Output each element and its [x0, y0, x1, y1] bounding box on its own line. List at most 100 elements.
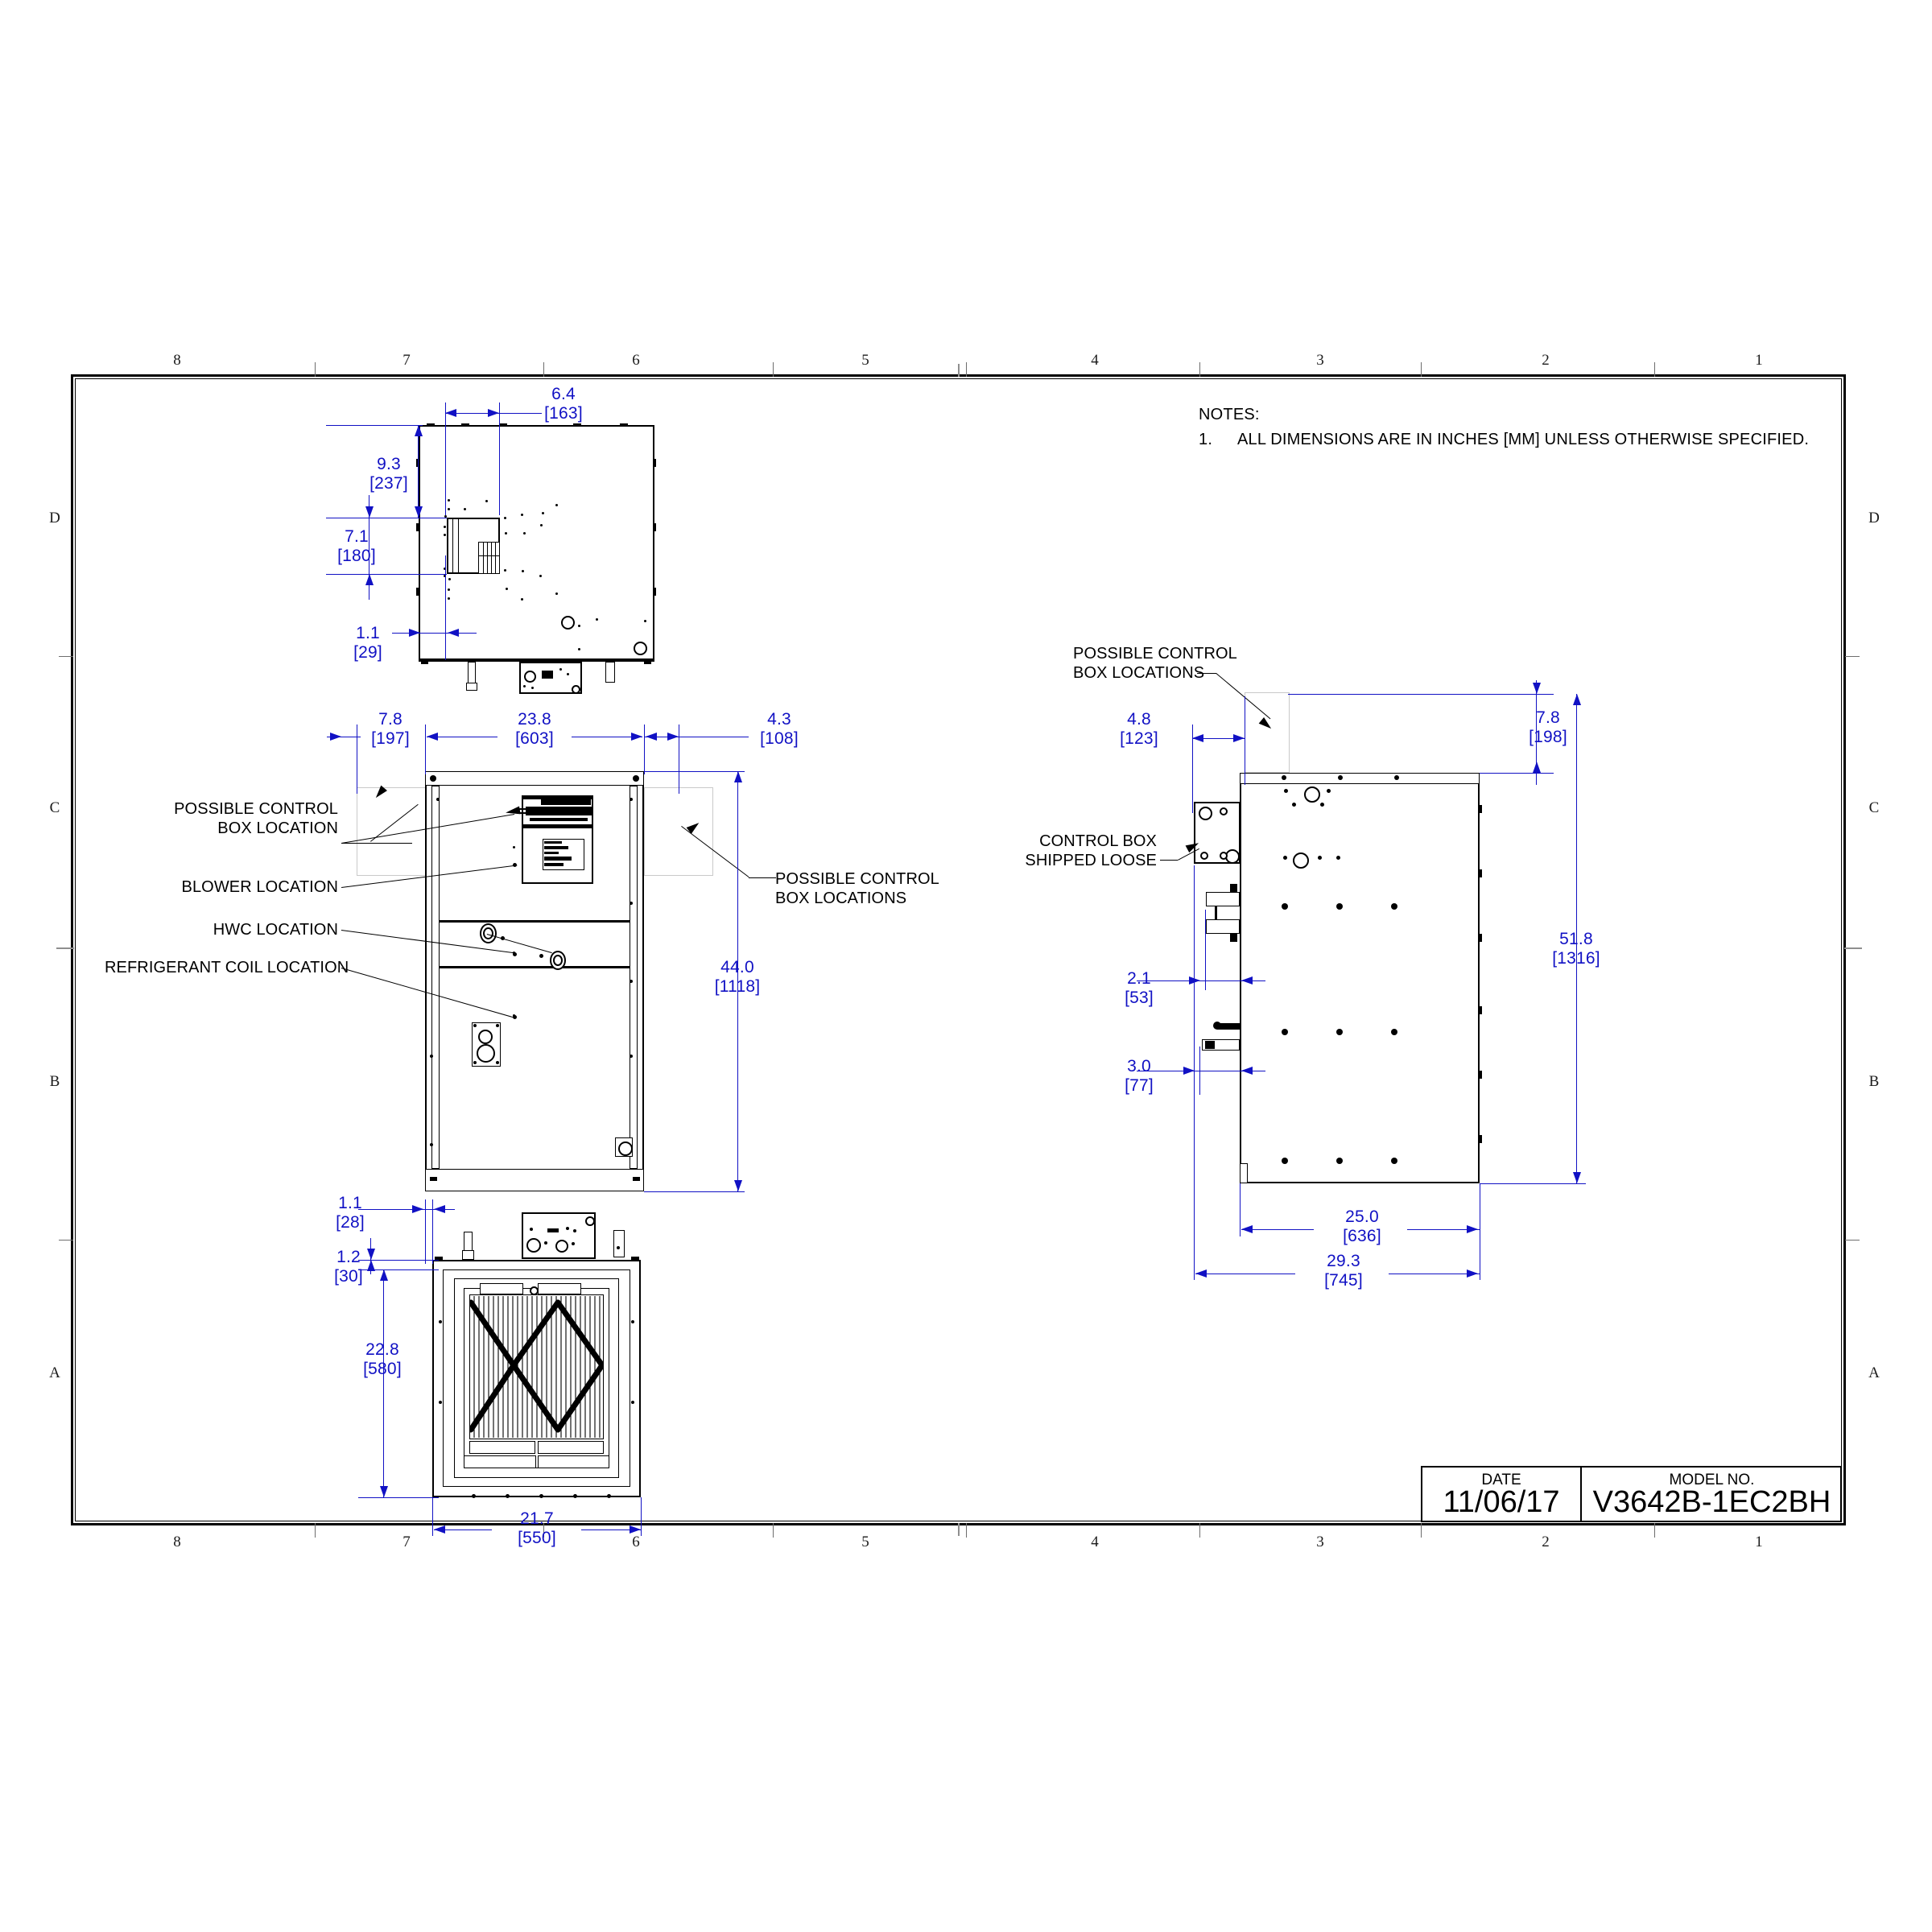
- control-box-hole: [544, 1241, 547, 1245]
- zone-tick-right: [1845, 656, 1860, 657]
- fastener-mark: [435, 1257, 443, 1261]
- control-box-hole: [523, 685, 526, 687]
- refrigerant-port-small: [478, 1030, 493, 1044]
- arrow-head: [367, 1249, 375, 1260]
- control-box-hole: [566, 1227, 569, 1230]
- zone-column-top-8: 8: [173, 352, 181, 369]
- extension-line: [445, 402, 446, 515]
- hole-mark: [501, 936, 505, 940]
- zone-row-left-C: C: [49, 799, 60, 816]
- fastener-mark: [539, 1494, 543, 1498]
- blower-port-inner: [483, 927, 493, 939]
- fastener-mark: [653, 588, 656, 596]
- fastener-mark: [1282, 775, 1286, 780]
- fastener-mark: [1478, 934, 1482, 942]
- control-box-hole: [572, 685, 580, 694]
- fastener-mark: [1478, 1135, 1482, 1143]
- dimension-top-7p1: 7.1[180]: [337, 527, 376, 565]
- dimension-line: [1407, 1229, 1480, 1230]
- dimension-line: [1241, 1229, 1314, 1230]
- control-panel-brand-text: [541, 799, 591, 805]
- control-box-hole: [559, 668, 562, 671]
- fastener-mark: [506, 1494, 510, 1498]
- knockout-hole: [1304, 786, 1320, 803]
- dimension-line: [418, 425, 419, 518]
- side-view-corner-bracket: [1240, 1163, 1248, 1183]
- hole-mark: [444, 534, 446, 536]
- callout-hwc-location: HWC LOCATION: [213, 921, 338, 939]
- arrow-head: [667, 733, 679, 741]
- hole-mark: [1282, 1158, 1288, 1164]
- hole-mark: [513, 846, 515, 848]
- filter-bottom-band-right: [538, 1455, 609, 1468]
- hole-mark: [555, 504, 558, 506]
- top-view-bracket: [605, 662, 615, 683]
- fastener-mark: [430, 1177, 437, 1181]
- zone-tick-bottom: [1199, 1523, 1200, 1538]
- dimension-side-4p8: 4.8[123]: [1120, 710, 1158, 748]
- grille-bar: [483, 543, 484, 573]
- arrow-head: [1241, 1067, 1253, 1075]
- zone-tick-top: [543, 362, 544, 377]
- extension-line: [326, 425, 423, 426]
- fastener-mark: [631, 1257, 639, 1261]
- hole-mark: [485, 500, 488, 502]
- fastener-mark: [573, 423, 581, 427]
- hole-mark: [540, 524, 543, 526]
- notes-heading: NOTES:: [1199, 406, 1260, 423]
- zone-tick-top: [966, 362, 967, 377]
- arrow-head: [1573, 694, 1581, 705]
- extension-line: [1480, 1183, 1586, 1184]
- fastener-mark: [472, 1494, 476, 1498]
- knockout-hole: [634, 642, 647, 655]
- arrow-head: [415, 506, 423, 518]
- dimension-line: [383, 1269, 384, 1497]
- arrow-head: [445, 409, 456, 417]
- hole-mark: [464, 508, 466, 510]
- possible-control-box-ghost-left: [357, 787, 426, 876]
- front-view-top-rail: [425, 771, 644, 786]
- dimension-front-44p0: 44.0[1118]: [714, 958, 761, 996]
- blower-housing-rib: [458, 518, 459, 573]
- hole-mark: [521, 514, 523, 516]
- arrow-head: [734, 1180, 742, 1191]
- zone-column-bottom-4: 4: [1091, 1534, 1099, 1550]
- zone-tick-left: [59, 1240, 73, 1241]
- fastener-mark: [633, 775, 639, 782]
- arrow-head: [434, 1205, 445, 1213]
- hole-mark: [444, 575, 446, 577]
- zone-tick-top: [1199, 362, 1200, 377]
- top-view-blower-grille: [478, 542, 500, 574]
- control-box-knockout: [555, 1240, 568, 1253]
- dimension-top-1p1: 1.1[29]: [353, 624, 382, 662]
- pipe-connector: [1230, 884, 1237, 892]
- center-mark-bottom: [958, 1523, 960, 1536]
- hole-mark: [1283, 856, 1287, 860]
- nameplate-text-line: [544, 863, 564, 866]
- hole-mark: [542, 512, 544, 514]
- arrow-head: [380, 1269, 388, 1281]
- dimension-line: [1192, 738, 1245, 739]
- possible-control-box-ghost-top: [1245, 692, 1290, 773]
- center-mark-left: [56, 947, 74, 949]
- center-mark-right: [1844, 947, 1862, 949]
- callout-blower-location: BLOWER LOCATION: [181, 878, 338, 896]
- arrow-head: [409, 629, 420, 637]
- control-box-hole: [1220, 807, 1228, 815]
- extension-line: [432, 1497, 433, 1536]
- dimension-side-51p8: 51.8[1316]: [1552, 930, 1600, 968]
- hole-mark: [1292, 803, 1296, 807]
- hole-mark: [523, 532, 526, 535]
- arrow-head: [1192, 734, 1203, 742]
- fastener-mark: [607, 1494, 611, 1498]
- hole-mark: [1336, 856, 1340, 860]
- hole-mark: [578, 648, 580, 650]
- zone-tick-left: [59, 656, 73, 657]
- extension-line: [499, 402, 500, 515]
- zone-column-bottom-2: 2: [1542, 1534, 1550, 1550]
- arrow-head: [1195, 1269, 1207, 1278]
- nameplate-connector: [517, 808, 531, 810]
- drain-fitting-dot: [1213, 1022, 1221, 1030]
- callout-control-box-shipped-loose: CONTROL BOX SHIPPED LOOSE: [1025, 832, 1157, 870]
